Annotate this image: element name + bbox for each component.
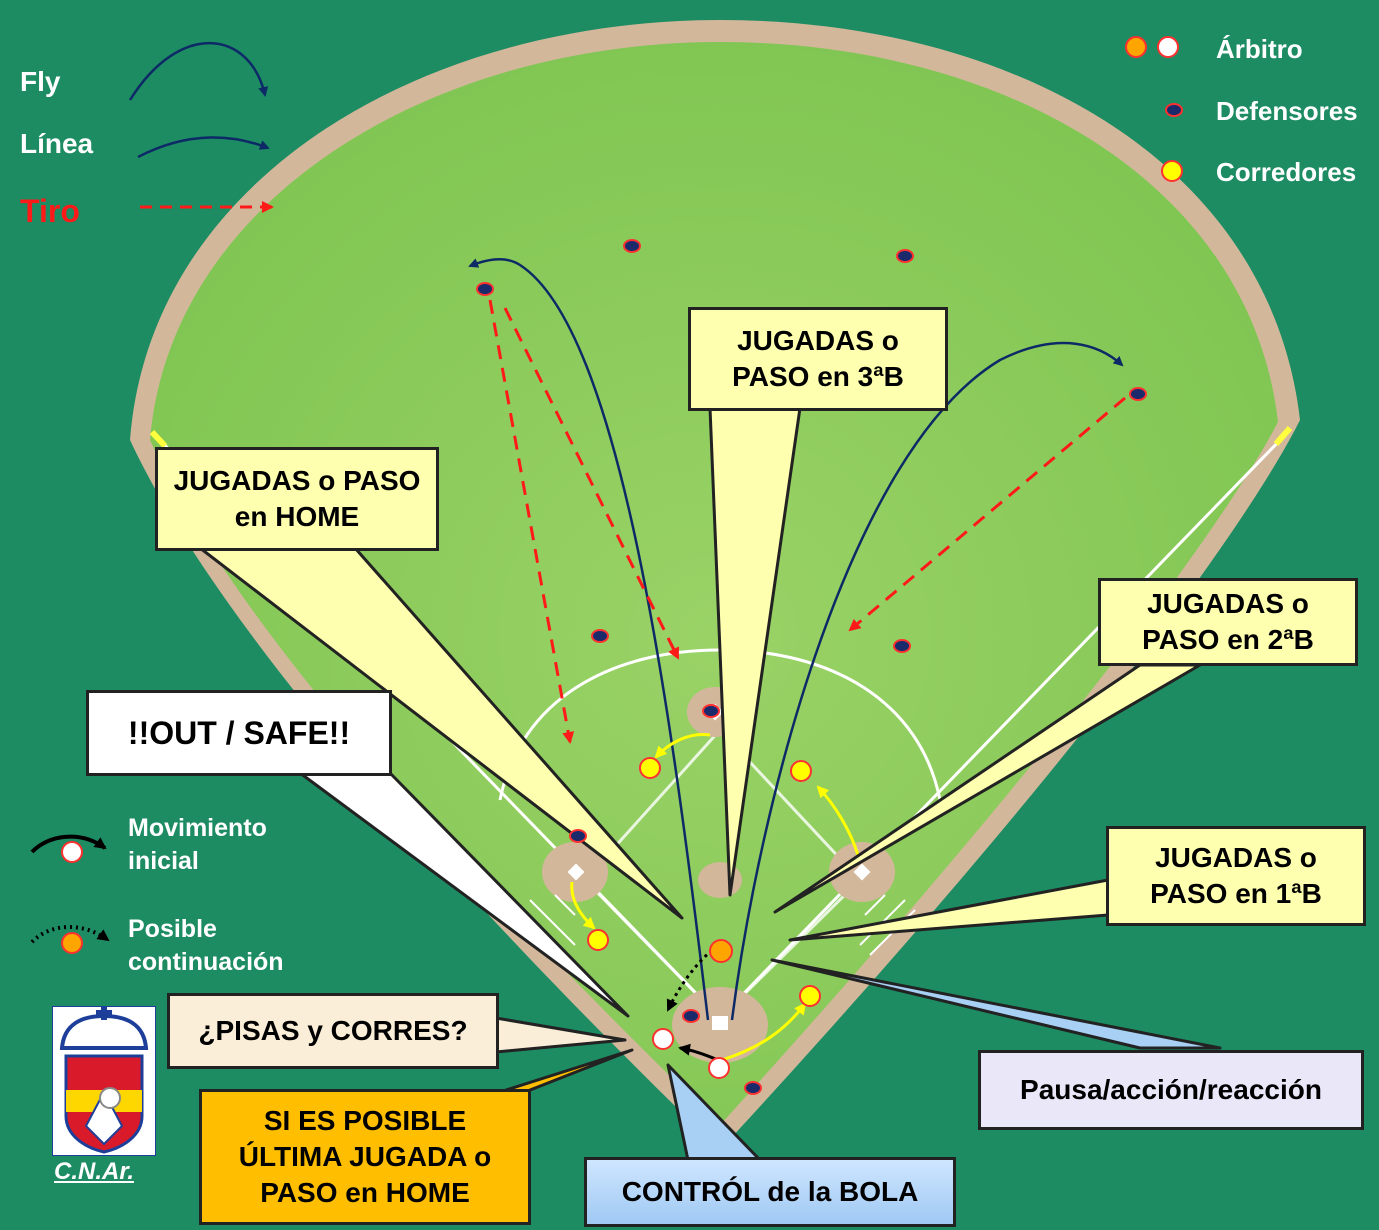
callout-out-safe: !!OUT / SAFE!! bbox=[86, 690, 392, 776]
throw-lf-2b bbox=[503, 307, 680, 660]
legend-move-possible-line bbox=[30, 925, 110, 944]
throw-lf-3b bbox=[488, 299, 575, 744]
defender-rf-deep bbox=[896, 249, 914, 263]
callout-control-bola: CONTRÓL de la BOLA bbox=[584, 1157, 956, 1227]
legend-linea-label: Línea bbox=[20, 128, 94, 159]
defender-2b bbox=[893, 639, 911, 653]
runner-move-3b-home bbox=[570, 881, 596, 930]
defender-3b bbox=[569, 829, 587, 843]
defender-pitcher bbox=[744, 1081, 762, 1095]
fly-ball-center bbox=[730, 341, 1124, 1021]
umpire-white-2 bbox=[708, 1057, 730, 1079]
umpire-orange bbox=[709, 939, 733, 963]
callout-pisas: ¿PISAS y CORRES? bbox=[167, 993, 499, 1069]
legend-continuacion-label: Posible continuación bbox=[128, 915, 284, 976]
umpire-move-possible bbox=[666, 948, 713, 1012]
runner-move-2b-3b bbox=[654, 732, 711, 759]
callout-segunda: JUGADAS o PASO en 2ªB bbox=[1098, 578, 1358, 666]
legend-defensores-label: Defensores bbox=[1216, 96, 1358, 126]
legend-tiro-label: Tiro bbox=[20, 193, 80, 229]
legend-defender-icon bbox=[1165, 103, 1183, 117]
legend-movimiento-label: Movimiento inicial bbox=[128, 814, 267, 875]
defender-rf bbox=[1129, 387, 1147, 401]
runner-1b bbox=[799, 985, 821, 1007]
defender-catcher bbox=[682, 1009, 700, 1023]
callout-tercera: JUGADAS o PASO en 3ªB bbox=[688, 307, 948, 411]
cnar-logo-caption: C.N.Ar. bbox=[54, 1158, 135, 1185]
defender-cf bbox=[623, 239, 641, 253]
callout-home: JUGADAS o PASO en HOME bbox=[155, 447, 439, 551]
legend-move-initial-line bbox=[30, 834, 107, 854]
legend-linea-line bbox=[137, 136, 270, 159]
callout-pausa: Pausa/acción/reacción bbox=[978, 1050, 1364, 1130]
legend-runner-icon bbox=[1161, 160, 1183, 182]
legend-corredores-label: Corredores bbox=[1216, 157, 1357, 187]
umpire-white-1 bbox=[652, 1028, 674, 1050]
defender-2b-base bbox=[702, 704, 720, 718]
callout-primera: JUGADAS o PASO en 1ªB bbox=[1106, 826, 1366, 926]
runner-2b bbox=[790, 760, 812, 782]
runner-move-home-1b bbox=[721, 1002, 807, 1062]
cnar-logo bbox=[52, 1006, 156, 1156]
fly-ball-left bbox=[468, 258, 710, 1021]
runner-move-1b-2b bbox=[816, 785, 860, 856]
runner-3b bbox=[639, 757, 661, 779]
outfield-grass bbox=[150, 42, 1278, 1125]
throw-rf-cutoff bbox=[848, 396, 1126, 632]
legend-umpire-white-icon bbox=[1157, 36, 1179, 58]
legend-fly-line bbox=[128, 41, 269, 101]
legend-arbitro-label: Árbitro bbox=[1216, 34, 1303, 64]
defender-lf bbox=[476, 282, 494, 296]
callout-ultima-jugada: SI ES POSIBLE ÚLTIMA JUGADA o PASO en HO… bbox=[199, 1089, 531, 1225]
legend-fly-label: Fly bbox=[20, 66, 61, 97]
legend-umpire-orange-icon bbox=[1125, 36, 1147, 58]
defender-ss bbox=[591, 629, 609, 643]
runner-home bbox=[587, 929, 609, 951]
